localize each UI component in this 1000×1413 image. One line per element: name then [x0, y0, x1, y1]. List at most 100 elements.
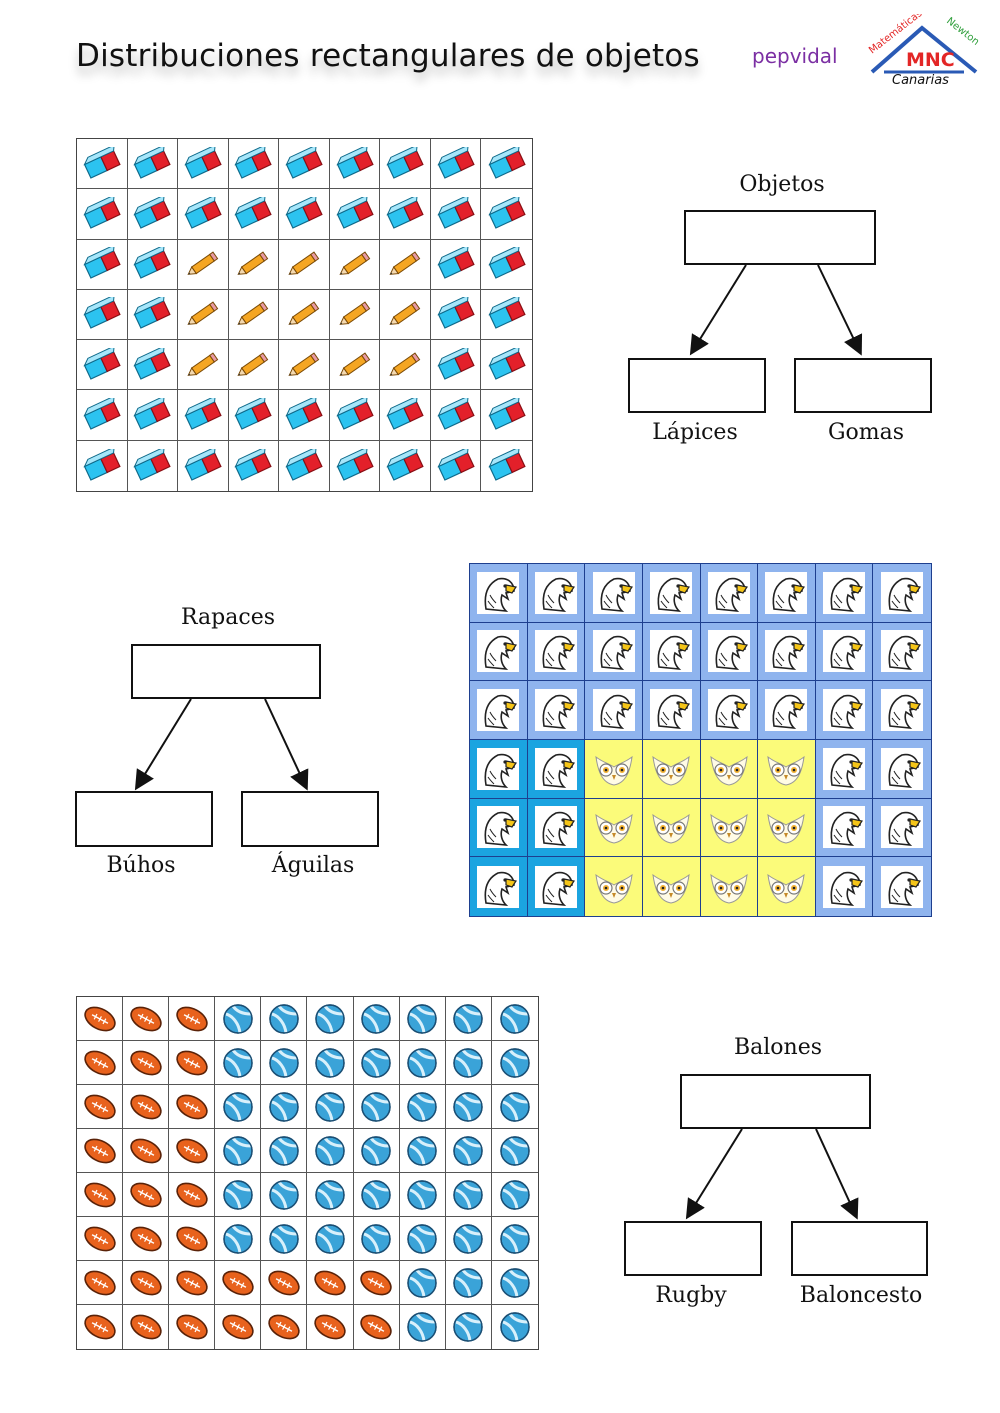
grid-cell	[127, 390, 179, 441]
grid-cell	[77, 997, 124, 1041]
grid-cell	[353, 1129, 400, 1173]
buhos-box[interactable]	[75, 791, 213, 847]
eagle-icon	[534, 629, 578, 673]
beach-ball-icon	[267, 1090, 301, 1124]
beach-ball-icon	[451, 1310, 485, 1344]
gomas-label: Gomas	[827, 420, 905, 445]
eagle-icon	[880, 865, 924, 909]
grid-cell	[261, 1085, 308, 1129]
eraser-icon	[336, 448, 374, 483]
grid-cell	[307, 1041, 354, 1085]
eagle-icon	[649, 629, 693, 673]
pencil-icon	[336, 348, 374, 382]
grid-cell	[399, 1217, 446, 1261]
grid-cell	[492, 1305, 538, 1349]
eraser-icon	[336, 196, 374, 231]
grid-cell	[261, 1217, 308, 1261]
gomas-box[interactable]	[794, 358, 932, 413]
grid-cell	[642, 798, 701, 858]
grid-cell	[700, 857, 759, 916]
eraser-icon	[437, 146, 475, 181]
grid-cell	[77, 1261, 124, 1305]
grid-cell	[77, 1305, 124, 1349]
eraser-icon	[437, 448, 475, 483]
pencil-icon	[386, 247, 424, 281]
eagle-icon	[880, 629, 924, 673]
grid-cell	[127, 289, 179, 341]
eraser-icon	[285, 146, 323, 181]
eraser-icon	[285, 196, 323, 231]
eagle-icon	[592, 571, 636, 615]
eagle-icon	[649, 571, 693, 615]
aguilas-box[interactable]	[241, 791, 379, 847]
rapaces-total-box[interactable]	[131, 644, 321, 699]
grid-cell	[445, 1085, 492, 1129]
eagle-icon	[476, 747, 520, 791]
grid-cell	[445, 1173, 492, 1217]
owl-icon	[764, 807, 808, 847]
balones-total-box[interactable]	[680, 1074, 871, 1129]
rugby-ball-icon	[127, 1003, 165, 1035]
aguilas-label: Águilas	[271, 853, 355, 878]
rapaces-grid	[469, 563, 932, 917]
pencil-icon	[386, 348, 424, 382]
rugby-ball-icon	[127, 1047, 165, 1079]
eraser-icon	[83, 347, 121, 382]
beach-ball-icon	[221, 1046, 255, 1080]
grid-cell	[481, 240, 532, 290]
grid-cell	[261, 1041, 308, 1085]
grid-cell	[399, 1129, 446, 1173]
grid-cell	[700, 564, 759, 623]
beach-ball-icon	[498, 1134, 532, 1168]
grid-cell	[123, 1085, 170, 1129]
pencil-icon	[336, 247, 374, 281]
beach-ball-icon	[451, 1178, 485, 1212]
grid-cell	[430, 239, 482, 290]
grid-cell	[642, 857, 701, 916]
rugby-box[interactable]	[624, 1221, 762, 1276]
eraser-icon	[488, 448, 526, 483]
pencil-icon	[386, 297, 424, 331]
beach-ball-icon	[221, 1178, 255, 1212]
beach-ball-icon	[313, 1178, 347, 1212]
grid-cell	[123, 1261, 170, 1305]
objetos-total-box[interactable]	[684, 210, 876, 265]
grid-cell	[642, 681, 701, 740]
rugby-ball-icon	[219, 1311, 257, 1343]
grid-cell	[229, 440, 280, 491]
grid-cell	[77, 1041, 124, 1085]
grid-cell	[353, 1041, 400, 1085]
grid-cell	[307, 1129, 354, 1173]
beach-ball-icon	[313, 1222, 347, 1256]
page-title: Distribuciones rectangulares de objetos	[76, 38, 700, 74]
objetos-tree: Objetos Lápices Gomas	[628, 170, 932, 460]
rugby-ball-icon	[81, 1267, 119, 1299]
baloncesto-box[interactable]	[791, 1221, 928, 1276]
grid-cell	[307, 997, 354, 1041]
grid-cell	[642, 564, 701, 623]
rugby-ball-icon	[173, 1003, 211, 1035]
grid-cell	[127, 189, 179, 240]
eagle-icon	[880, 571, 924, 615]
grid-cell	[279, 239, 330, 290]
owl-icon	[649, 749, 693, 789]
beach-ball-icon	[451, 1222, 485, 1256]
objetos-grid	[76, 138, 533, 492]
grid-cell	[585, 798, 643, 858]
rugby-label: Rugby	[655, 1283, 727, 1308]
grid-cell	[527, 740, 586, 799]
eraser-icon	[437, 247, 475, 281]
grid-cell	[279, 390, 330, 441]
grid-cell	[873, 798, 931, 858]
eagle-icon	[822, 688, 866, 732]
grid-cell	[77, 390, 128, 441]
lapices-box[interactable]	[628, 358, 766, 413]
eraser-icon	[488, 196, 526, 231]
grid-cell	[470, 740, 528, 799]
beach-ball-icon	[498, 1002, 532, 1036]
eraser-icon	[488, 398, 526, 432]
eagle-icon	[534, 571, 578, 615]
beach-ball-icon	[359, 1222, 393, 1256]
eraser-icon	[184, 448, 222, 483]
objetos-tree-top-label: Objetos	[739, 172, 825, 197]
